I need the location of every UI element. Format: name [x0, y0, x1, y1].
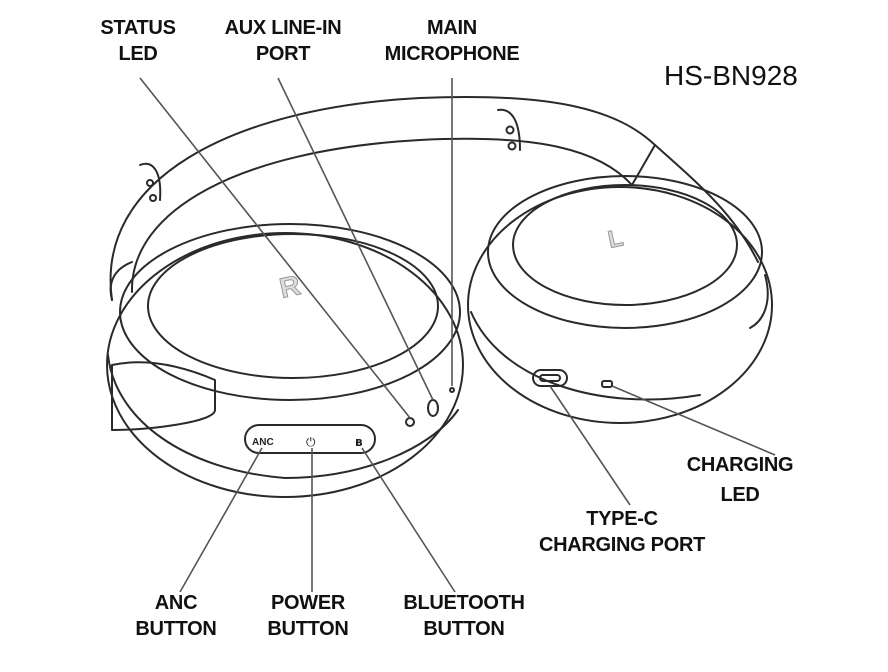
charging-led [601, 380, 613, 388]
leader-charging-led [611, 385, 776, 456]
bluetooth-icon: ʙ [355, 435, 363, 449]
left-earcup-letter: L [606, 224, 626, 253]
left-earcup-outer [467, 186, 773, 424]
headband [109, 95, 759, 301]
leader-bluetooth [361, 447, 456, 593]
model-name: HS-BN928 [664, 60, 798, 91]
right-earcup-letter: R [277, 269, 303, 304]
status-led-marker [405, 417, 415, 427]
leader-type-c [549, 385, 631, 506]
power-icon: ⏻ [306, 435, 316, 449]
right-earcup-cushion [119, 223, 461, 401]
left-earcup-plate [512, 184, 738, 306]
button-strip [244, 424, 376, 454]
main-mic-marker [449, 387, 455, 393]
right-earcup-outer [106, 232, 464, 498]
right-earcup-plate [147, 233, 439, 379]
anc-mark: ANC [252, 437, 274, 448]
leader-aux-port [277, 77, 434, 401]
leader-anc [179, 447, 263, 593]
headband-inner [130, 137, 633, 293]
aux-port [427, 399, 439, 417]
leader-status-led [139, 77, 411, 419]
left-earcup-cushion [487, 175, 763, 329]
type-c-port [532, 369, 568, 387]
